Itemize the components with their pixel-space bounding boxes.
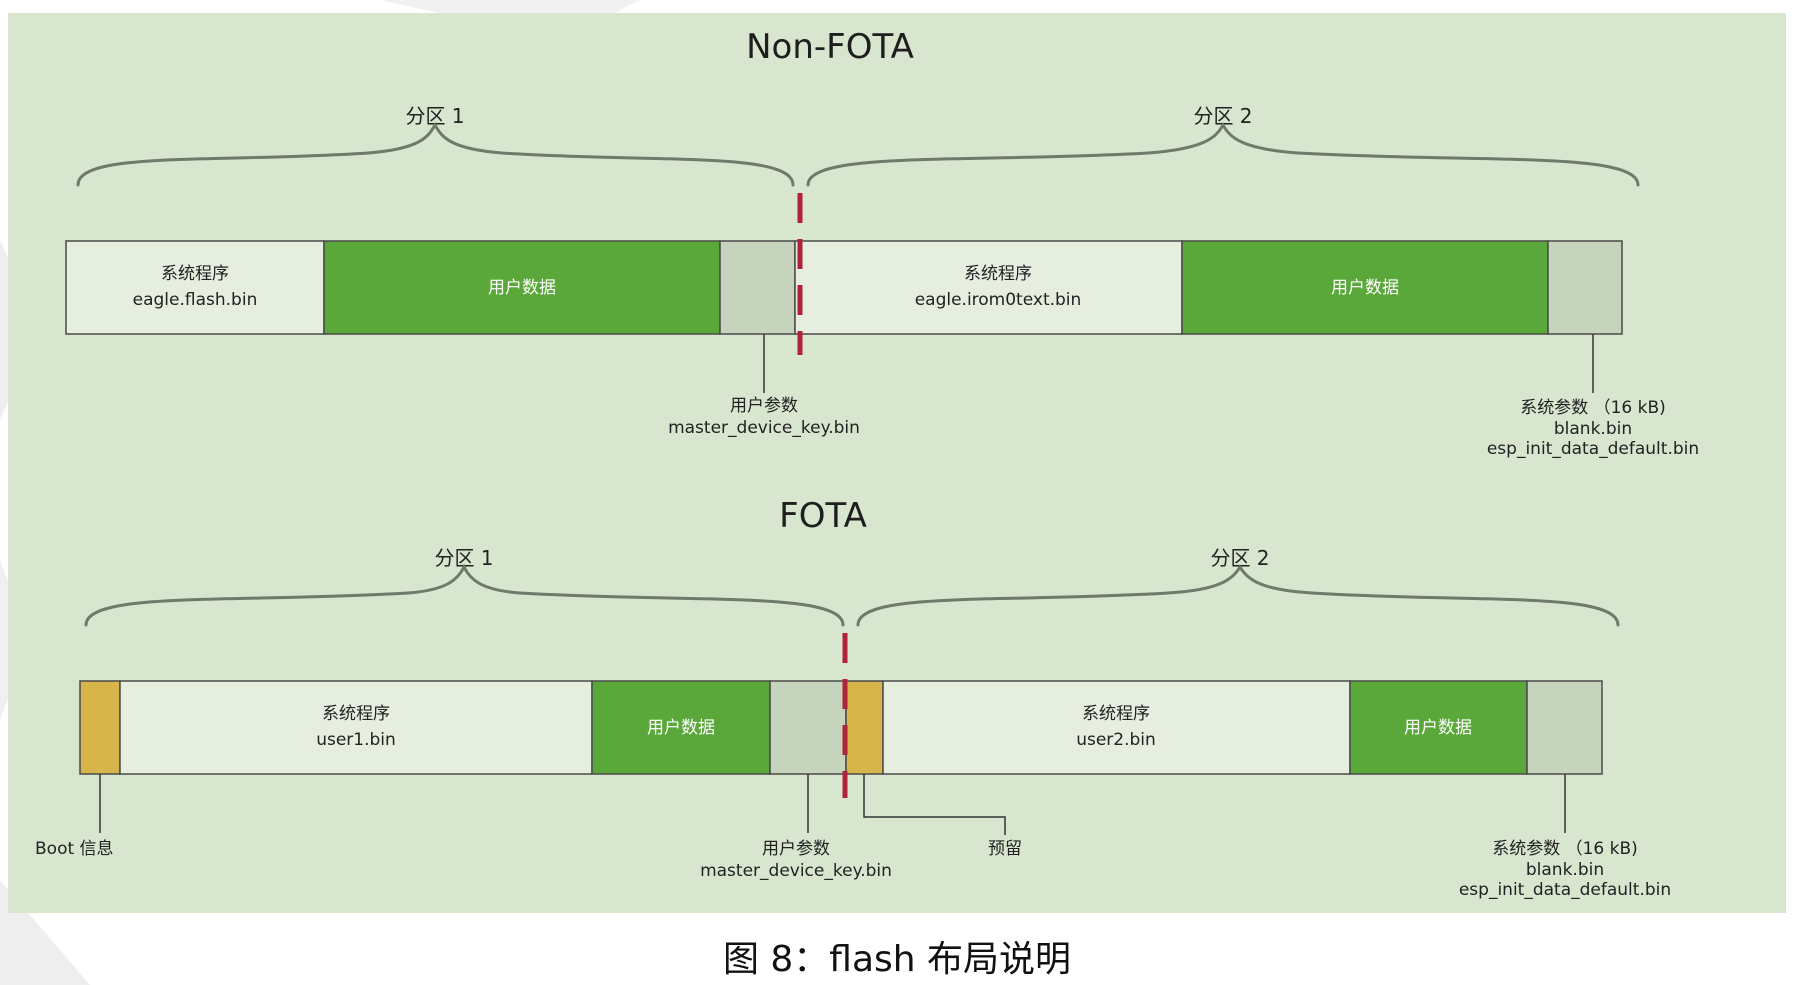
fota-userparam-file: master_device_key.bin [700,861,892,881]
non-fota-user-parameter [719,240,796,335]
non-fota-system-program-1 [65,240,325,335]
fota-sys1-file: user1.bin [316,730,396,750]
fota-system-program-2 [882,680,1351,775]
fota-reserved-leader [863,774,1006,835]
non-fota-partition2-brace [806,121,1640,187]
non-fota-sysparam-file2: esp_init_data_default.bin [1487,439,1699,459]
non-fota-system-program-2 [794,240,1183,335]
fota-user-parameter [769,680,847,775]
non-fota-sys2-file: eagle.irom0text.bin [915,290,1082,310]
non-fota-user-data-1 [323,240,721,335]
fota-sysparam-title: 系统参数 （16 kB) [1492,839,1638,859]
flash-layout-diagram: Non-FOTA 分区 1 分区 2 系统程序 eagle.flash.bin … [35,27,1699,900]
fota-sysparam-file2: esp_init_data_default.bin [1459,880,1671,900]
fota-boot-label: Boot 信息 [35,839,114,859]
fota-reserved [845,680,884,775]
non-fota-userdata2-label: 用户数据 [1331,278,1399,298]
non-fota-sys1-title: 系统程序 [161,264,229,284]
non-fota-sysparam-file1: blank.bin [1554,419,1632,439]
non-fota-sys1-file: eagle.flash.bin [133,290,258,310]
figure-caption: 图 8：flash 布局说明 [722,939,1072,980]
fota-userparam-title: 用户参数 [762,839,830,859]
diagram-panel: Non-FOTA 分区 1 分区 2 系统程序 eagle.flash.bin … [8,13,1786,913]
non-fota-partition1-brace [76,121,795,187]
fota-user-data-1 [591,680,771,775]
non-fota-system-parameter [1547,240,1623,335]
non-fota-userdata1-label: 用户数据 [488,278,556,298]
non-fota-userparam-title: 用户参数 [730,396,798,416]
non-fota-userparam-file: master_device_key.bin [668,418,860,438]
fota-boot-info [79,680,121,775]
fota-sys2-file: user2.bin [1076,730,1156,750]
fota-user-data-2 [1349,680,1528,775]
fota-system-parameter [1526,680,1603,775]
non-fota-user-data-2 [1181,240,1549,335]
fota-userdata2-label: 用户数据 [1404,718,1472,738]
non-fota-sys2-title: 系统程序 [964,264,1032,284]
fota-reserved-label: 预留 [988,839,1022,859]
fota-userdata1-label: 用户数据 [647,718,715,738]
fota-partition1-brace [84,563,845,627]
fota-sysparam-file1: blank.bin [1526,860,1604,880]
fota-title: FOTA [779,496,867,536]
non-fota-title: Non-FOTA [746,27,914,67]
fota-system-program-1 [119,680,593,775]
fota-sys2-title: 系统程序 [1082,704,1150,724]
non-fota-sysparam-title: 系统参数 （16 kB) [1520,398,1666,418]
fota-sys1-title: 系统程序 [322,704,390,724]
fota-partition2-brace [856,564,1620,627]
